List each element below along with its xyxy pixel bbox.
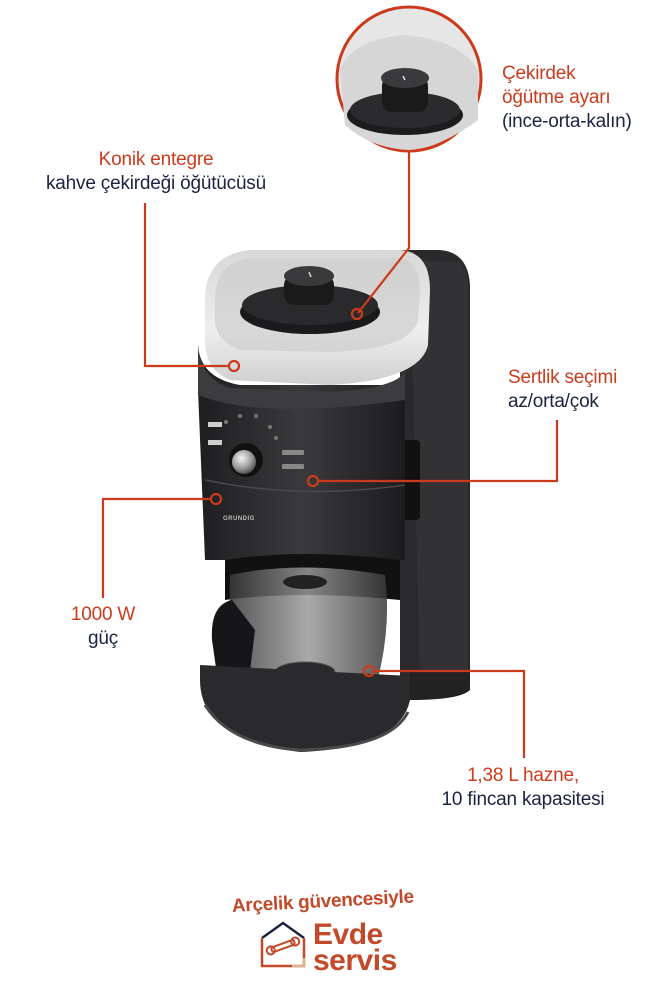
callout-title: Sertlik seçimi: [508, 367, 618, 388]
callout-capacity: 1,38 L hazne, 10 fincan kapasitesi: [430, 764, 616, 812]
callout-title: Çekirdek: [502, 63, 576, 84]
callout-title-line2: öğütme ayarı: [502, 87, 611, 108]
callout-title: 1000 W: [70, 604, 136, 625]
callout-title: Konik entegre: [98, 149, 214, 170]
callout-power: 1000 W güç: [40, 603, 166, 651]
brand-mark: GRUNDIG: [223, 516, 255, 522]
callout-subtitle: 10 fincan kapasitesi: [441, 789, 605, 810]
callout-strength: Sertlik seçimi az/orta/çok: [508, 366, 617, 414]
callout-subtitle: güç: [87, 628, 119, 649]
badge-title-line1: Evde: [313, 918, 383, 951]
callout-grind-setting: Çekirdek öğütme ayarı (ince-orta-kalın): [502, 62, 632, 134]
callout-subtitle: kahve çekirdeği öğütücüsü: [46, 173, 266, 194]
callout-subtitle: (ince-orta-kalın): [502, 111, 632, 132]
callout-conical-grinder: Konik entegre kahve çekirdeği öğütücüsü: [28, 148, 284, 196]
callout-title: 1,38 L hazne,: [467, 765, 579, 786]
badge-title-line2: servis: [313, 944, 397, 977]
callout-subtitle: az/orta/çok: [508, 391, 599, 412]
